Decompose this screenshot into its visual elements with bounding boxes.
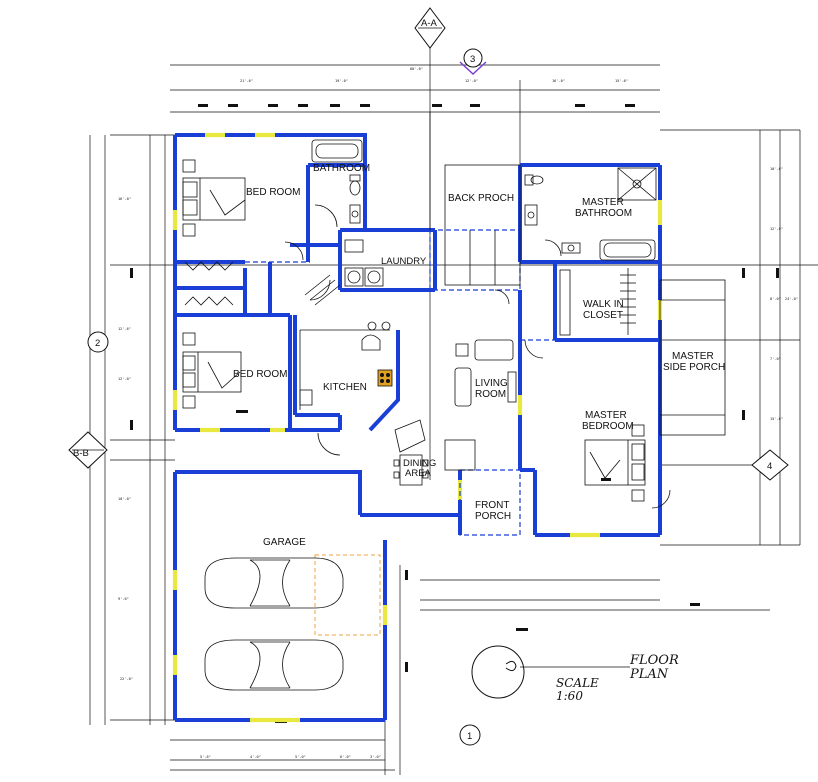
title-floor: FLOOR xyxy=(629,653,679,668)
dimension-left-1: 16'-0" xyxy=(118,197,131,201)
room-label-dining-line1: DINING xyxy=(403,458,436,469)
title-block: FLOOR PLAN SCALE 1:60 xyxy=(471,645,679,703)
dimension-right-5: 15'-6" xyxy=(770,417,783,421)
grid-3-label: 3 xyxy=(470,54,475,65)
dimension-right-2: 12'-0" xyxy=(770,227,783,231)
side-porch-structure xyxy=(659,279,726,436)
room-label-dining-line2: AREA xyxy=(405,468,432,479)
dimension-left-5: 9'-6" xyxy=(118,597,129,601)
car-icon xyxy=(204,557,344,609)
bed-icon xyxy=(584,424,646,502)
kitchen-counter xyxy=(299,321,393,410)
room-labels: BED ROOM BATHROOM BACK PROCH MASTER BATH… xyxy=(233,163,725,548)
bed-icon xyxy=(182,159,246,237)
closet-doors xyxy=(304,274,341,306)
sofa-icon xyxy=(454,339,517,407)
dimension-right-1: 10'-6" xyxy=(770,167,783,171)
dimension-left-3: 12'-0" xyxy=(118,377,131,381)
windows xyxy=(172,132,663,723)
dimension-right-6: 24'-0" xyxy=(785,297,798,301)
dimension-annotations: 21'-6" 19'-0" 12'-0" 16'-0" 15'-6" 68'-0… xyxy=(92,67,798,759)
dimension-left-6: 22'-0" xyxy=(120,677,133,681)
dimension-top-1: 21'-6" xyxy=(240,79,253,83)
section-a-label: A-A xyxy=(421,18,438,29)
car-icon xyxy=(204,639,344,691)
dimension-right-4: 7'-0" xyxy=(770,357,781,361)
room-label-back-porch: BACK PROCH xyxy=(448,193,514,204)
dimension-bottom-5: 3'-0" xyxy=(370,755,381,759)
room-label-living-line1: LIVING xyxy=(475,378,508,389)
furniture xyxy=(182,139,671,691)
dimension-left-4: 10'-0" xyxy=(118,497,131,501)
dimension-top-4: 16'-0" xyxy=(552,79,565,83)
dining-table-icon xyxy=(393,419,476,486)
room-label-master-bedroom-line2: BEDROOM xyxy=(582,421,634,432)
dimension-top-2: 19'-0" xyxy=(335,79,348,83)
room-label-master-bathroom-line2: BATHROOM xyxy=(575,208,632,219)
dimension-right-3: 8'-0" xyxy=(770,297,781,301)
bathtub-icon xyxy=(311,139,656,261)
grid-marker-4: 4 xyxy=(751,449,789,481)
shower-icon xyxy=(617,167,657,201)
room-label-walk-in-closet-line1: WALK IN xyxy=(583,299,624,310)
grid-4-label: 4 xyxy=(767,461,772,472)
room-label-side-porch-line2: SIDE PORCH xyxy=(663,362,725,373)
closet-shelving xyxy=(559,268,636,336)
scale-value: 1:60 xyxy=(556,689,583,703)
room-label-bathroom: BATHROOM xyxy=(313,163,370,174)
room-label-garage: GARAGE xyxy=(263,537,306,548)
room-label-kitchen: KITCHEN xyxy=(323,382,367,393)
room-label-walk-in-closet-line2: CLOSET xyxy=(583,310,623,321)
section-marker-b: B-B xyxy=(68,431,108,469)
grid-lines xyxy=(89,20,818,775)
dimension-left-2: 12'-6" xyxy=(118,327,131,331)
dimension-overall-width: 68'-0" xyxy=(410,67,423,71)
washer-icon xyxy=(344,239,384,287)
grid-marker-1: 1 xyxy=(459,724,481,746)
dimension-top-5: 15'-6" xyxy=(615,79,628,83)
title-plan: PLAN xyxy=(629,667,669,682)
room-label-master-bathroom-line1: MASTER xyxy=(582,197,624,208)
grid-1-label: 1 xyxy=(467,731,472,742)
toilet-icon xyxy=(349,174,581,254)
walls xyxy=(173,133,662,722)
grid-2-label: 2 xyxy=(95,338,100,349)
dimension-bottom-3: 5'-0" xyxy=(295,755,306,759)
room-label-laundry: LAUNDRY xyxy=(381,256,427,267)
bed-icon xyxy=(182,332,242,409)
section-b-label: B-B xyxy=(73,448,89,459)
room-label-master-bedroom-line1: MASTER xyxy=(585,410,627,421)
dimension-top-3: 12'-0" xyxy=(465,79,478,83)
room-label-living-line2: ROOM xyxy=(475,389,506,400)
door-swings xyxy=(184,204,671,509)
room-label-front-porch-line2: PORCH xyxy=(475,511,511,522)
scale-label: SCALE xyxy=(556,676,599,690)
section-marker-a: A-A xyxy=(414,7,446,49)
dimension-bottom-4: 6'-0" xyxy=(340,755,351,759)
room-label-bedroom: BED ROOM xyxy=(246,187,300,198)
back-porch-structure xyxy=(429,112,521,286)
grid-marker-2: 2 xyxy=(87,331,109,353)
grid-marker-3: 3 xyxy=(459,48,487,76)
room-label-bedroom-2: BED ROOM xyxy=(233,369,287,380)
dimension-bottom-2: 4'-0" xyxy=(250,755,261,759)
room-label-front-porch-line1: FRONT xyxy=(475,500,509,511)
room-label-side-porch-line1: MASTER xyxy=(672,351,714,362)
dimension-bottom-1: 5'-6" xyxy=(200,755,211,759)
